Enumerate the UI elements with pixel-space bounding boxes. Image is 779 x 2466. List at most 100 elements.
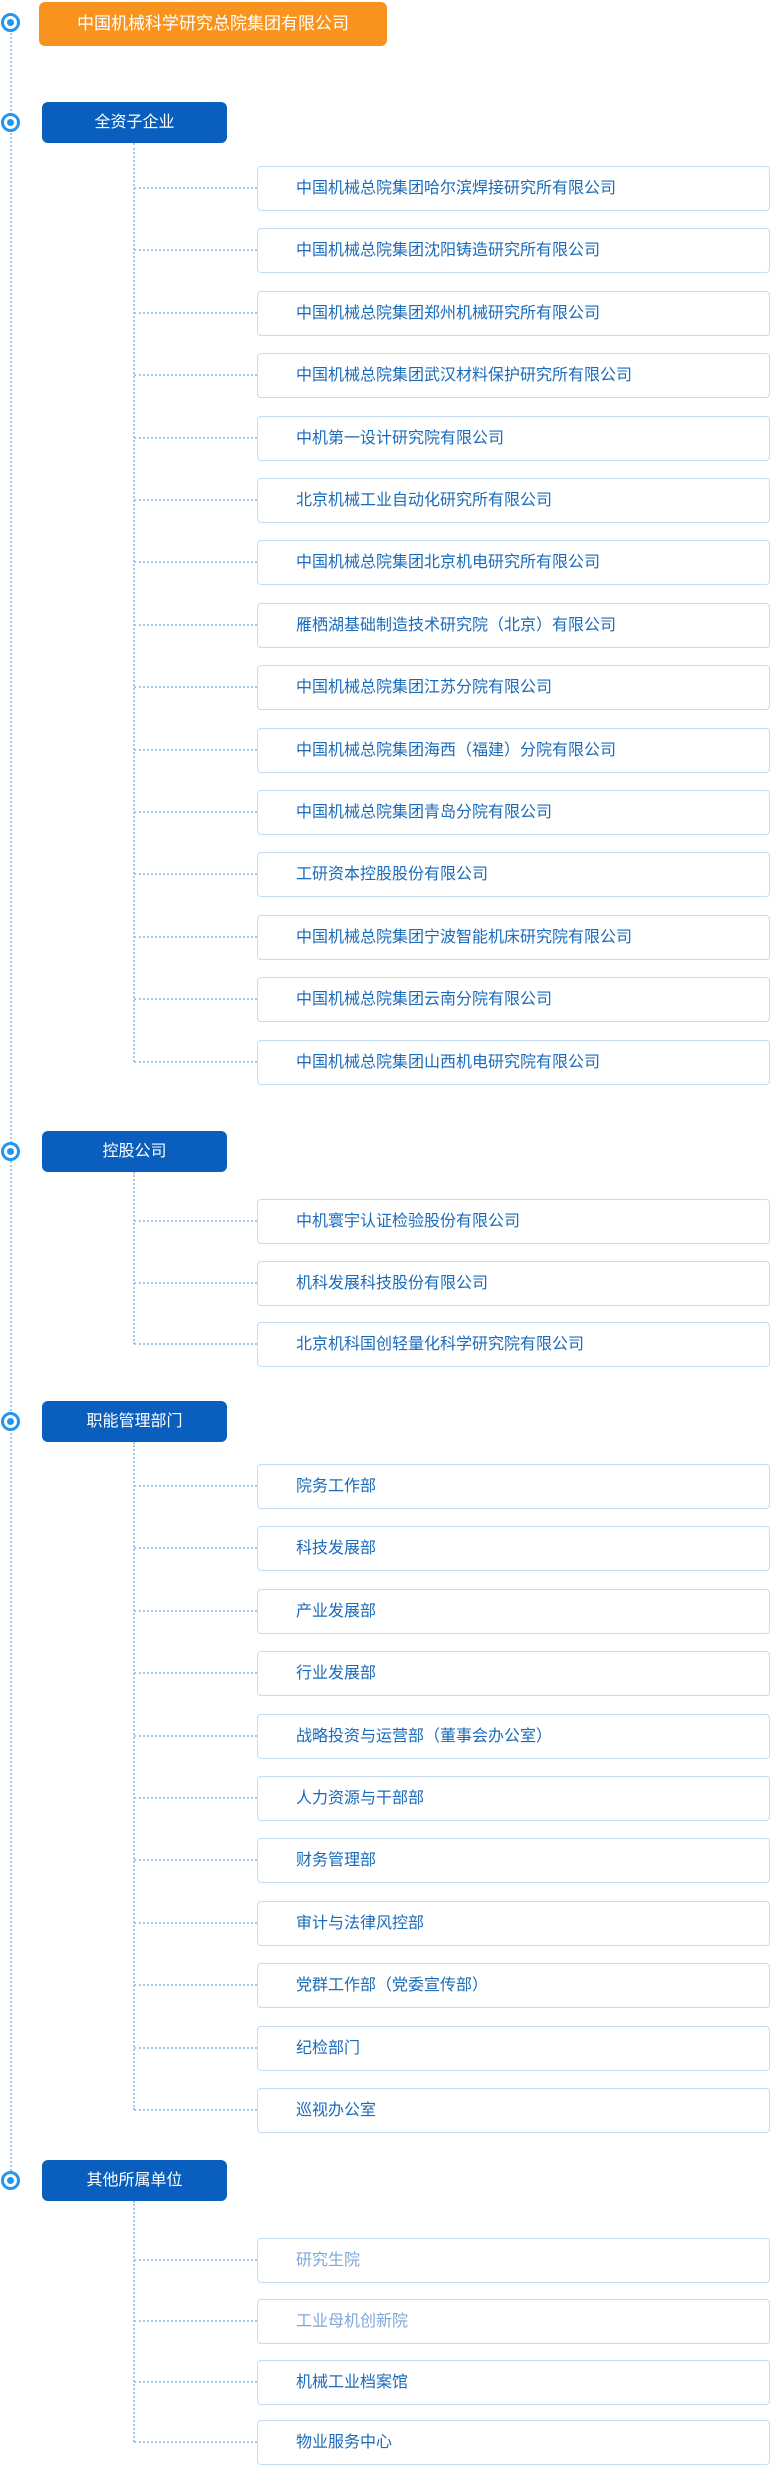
org-item: 北京机科国创轻量化科学研究院有限公司 [257,1322,770,1367]
org-item-label: 北京机科国创轻量化科学研究院有限公司 [296,1336,585,1353]
section-bullet-icon [1,2171,20,2190]
org-item: 财务管理部 [257,1838,770,1883]
item-horizontal-connector [134,437,257,439]
item-horizontal-connector [134,998,257,1000]
item-horizontal-connector [134,1282,257,1284]
item-horizontal-connector [134,1220,257,1222]
org-item: 中机寰宇认证检验股份有限公司 [257,1199,770,1244]
org-item-label: 中国机械总院集团云南分院有限公司 [296,991,553,1008]
org-item: 北京机械工业自动化研究所有限公司 [257,478,770,523]
org-item: 中国机械总院集团青岛分院有限公司 [257,790,770,835]
bullet-dot-icon [7,19,14,26]
org-item-label: 审计与法律风控部 [296,1915,425,1932]
bullet-dot-icon [7,1418,14,1425]
item-horizontal-connector [134,624,257,626]
org-item-label: 行业发展部 [296,1665,377,1682]
item-horizontal-connector [134,499,257,501]
section-header: 控股公司 [42,1131,227,1172]
item-horizontal-connector [134,2320,257,2322]
org-item: 中国机械总院集团江苏分院有限公司 [257,665,770,710]
org-item-label: 纪检部门 [296,2040,361,2057]
section-vertical-connector [133,143,135,1062]
org-item: 中国机械总院集团北京机电研究所有限公司 [257,540,770,585]
section-bullet-icon [1,1142,20,1161]
org-item-label: 中国机械总院集团北京机电研究所有限公司 [296,554,601,571]
org-item-label: 产业发展部 [296,1603,377,1620]
org-item: 机械工业档案馆 [257,2360,770,2405]
item-horizontal-connector [134,749,257,751]
org-item-label: 物业服务中心 [296,2434,393,2451]
item-horizontal-connector [134,1735,257,1737]
item-horizontal-connector [134,1485,257,1487]
item-horizontal-connector [134,1547,257,1549]
org-item: 院务工作部 [257,1464,770,1509]
org-item-label: 工研资本控股股份有限公司 [296,866,489,883]
bullet-dot-icon [7,2177,14,2184]
org-item: 中国机械总院集团沈阳铸造研究所有限公司 [257,228,770,273]
org-item: 战略投资与运营部（董事会办公室） [257,1714,770,1759]
section-header: 职能管理部门 [42,1401,227,1442]
org-item-label: 中国机械总院集团宁波智能机床研究院有限公司 [296,929,633,946]
section-header: 全资子企业 [42,102,227,143]
item-horizontal-connector [134,1061,257,1063]
org-item: 中国机械总院集团武汉材料保护研究所有限公司 [257,353,770,398]
org-item: 中国机械总院集团山西机电研究院有限公司 [257,1040,770,1085]
item-horizontal-connector [134,2259,257,2261]
org-item-label: 中机寰宇认证检验股份有限公司 [296,1213,521,1230]
item-horizontal-connector [134,1672,257,1674]
org-item-label: 中国机械总院集团山西机电研究院有限公司 [296,1054,601,1071]
org-item-label: 中国机械总院集团武汉材料保护研究所有限公司 [296,367,633,384]
org-item-label: 科技发展部 [296,1540,377,1557]
org-item-label: 中国机械总院集团青岛分院有限公司 [296,804,553,821]
org-item: 中国机械总院集团哈尔滨焊接研究所有限公司 [257,166,770,211]
org-item: 工研资本控股股份有限公司 [257,852,770,897]
org-item: 科技发展部 [257,1526,770,1571]
org-item-label: 中国机械总院集团海西（福建）分院有限公司 [296,742,617,759]
left-spine-connector [10,33,12,2171]
org-item-label: 人力资源与干部部 [296,1790,425,1807]
section-header: 其他所属单位 [42,2160,227,2201]
org-item-label: 党群工作部（党委宣传部） [296,1977,489,1994]
org-item-label: 中国机械总院集团江苏分院有限公司 [296,679,553,696]
org-item-label: 雁栖湖基础制造技术研究院（北京）有限公司 [296,617,617,634]
org-item-label: 工业母机创新院 [296,2313,409,2330]
section-bullet-icon [1,1412,20,1431]
org-item: 中国机械总院集团云南分院有限公司 [257,977,770,1022]
item-horizontal-connector [134,2381,257,2383]
org-item: 中国机械总院集团宁波智能机床研究院有限公司 [257,915,770,960]
item-horizontal-connector [134,1984,257,1986]
org-item-label: 研究生院 [296,2252,361,2269]
item-horizontal-connector [134,2047,257,2049]
item-horizontal-connector [134,2441,257,2443]
org-item-label: 中机第一设计研究院有限公司 [296,430,505,447]
item-horizontal-connector [134,811,257,813]
org-item: 巡视办公室 [257,2088,770,2133]
org-item-label: 中国机械总院集团哈尔滨焊接研究所有限公司 [296,180,617,197]
org-item-label: 机械工业档案馆 [296,2374,409,2391]
org-item: 中机第一设计研究院有限公司 [257,416,770,461]
bullet-dot-icon [7,1148,14,1155]
section-vertical-connector [133,1442,135,2110]
item-horizontal-connector [134,561,257,563]
item-horizontal-connector [134,1610,257,1612]
org-item: 中国机械总院集团海西（福建）分院有限公司 [257,728,770,773]
org-item-label: 财务管理部 [296,1852,377,1869]
item-horizontal-connector [134,936,257,938]
item-horizontal-connector [134,2109,257,2111]
item-horizontal-connector [134,1343,257,1345]
org-item: 产业发展部 [257,1589,770,1634]
org-item: 行业发展部 [257,1651,770,1696]
org-item: 研究生院 [257,2238,770,2283]
org-item: 工业母机创新院 [257,2299,770,2344]
section-vertical-connector [133,1172,135,1344]
org-item: 人力资源与干部部 [257,1776,770,1821]
item-horizontal-connector [134,873,257,875]
org-item: 物业服务中心 [257,2420,770,2465]
org-item-label: 战略投资与运营部（董事会办公室） [296,1728,553,1745]
org-item: 中国机械总院集团郑州机械研究所有限公司 [257,291,770,336]
org-item: 机科发展科技股份有限公司 [257,1261,770,1306]
org-item: 党群工作部（党委宣传部） [257,1963,770,2008]
org-item: 纪检部门 [257,2026,770,2071]
root-bullet-icon [1,13,20,32]
